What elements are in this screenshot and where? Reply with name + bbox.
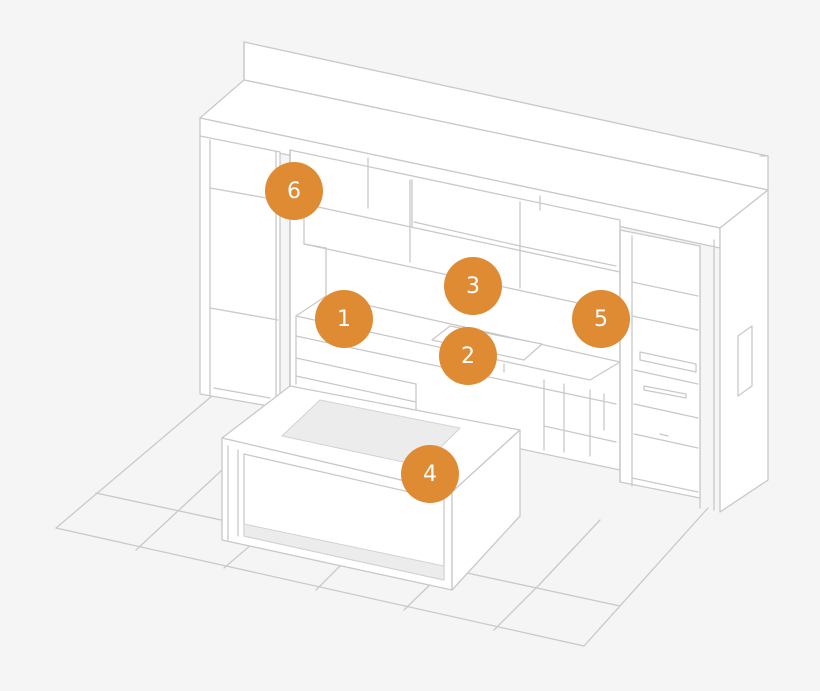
left-tall-column — [199, 135, 291, 409]
right-tall-cabinet — [619, 229, 701, 499]
marker-2[interactable]: 2 — [439, 327, 497, 385]
marker-1[interactable]: 1 — [315, 290, 373, 348]
marker-3[interactable]: 3 — [444, 257, 502, 315]
marker-4[interactable]: 4 — [401, 445, 459, 503]
marker-5[interactable]: 5 — [572, 290, 630, 348]
marker-6[interactable]: 6 — [265, 162, 323, 220]
